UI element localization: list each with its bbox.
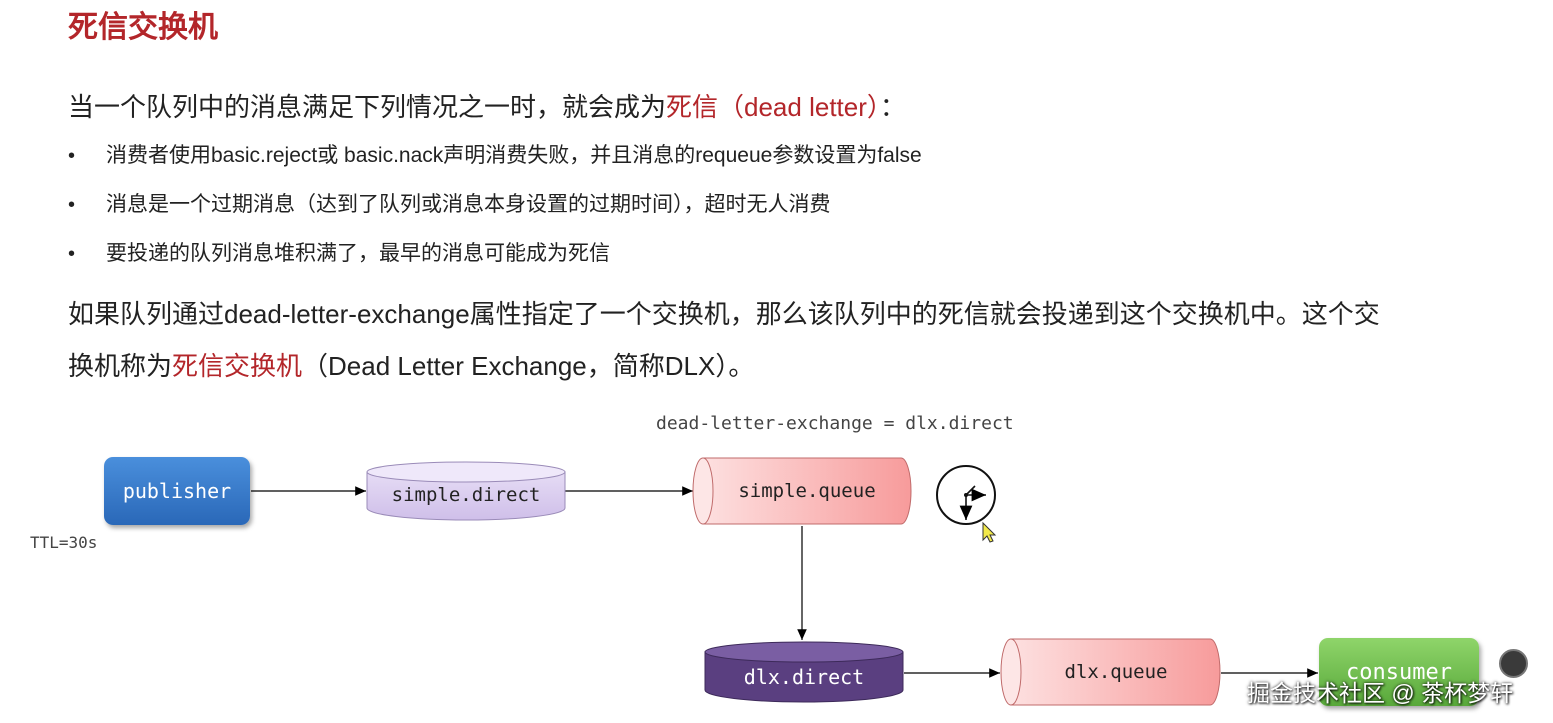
paragraph-line-2: 换机称为死信交换机（Dead Letter Exchange，简称DLX）。 — [68, 340, 1488, 392]
paragraph-line-2-suffix: （Dead Letter Exchange，简称DLX）。 — [302, 351, 755, 381]
dlx-direct-label: dlx.direct — [743, 665, 865, 689]
condition-item: 消息是一个过期消息（达到了队列或消息本身设置的过期时间），超时无人消费 — [68, 191, 922, 240]
record-dot-icon[interactable] — [1499, 649, 1528, 678]
dlx-config-label: dead-letter-exchange = dlx.direct — [656, 413, 1014, 434]
consumer-node: consumer — [1319, 638, 1479, 706]
intro-suffix: ： — [879, 92, 906, 122]
watermark: 掘金技术社区 @ 茶杯梦轩 — [1247, 680, 1514, 706]
publisher-node: publisher — [104, 457, 250, 525]
condition-item: 要投递的队列消息堆积满了，最早的消息可能成为死信 — [68, 240, 922, 289]
cursor-icon — [982, 521, 997, 543]
simple-queue-shape — [692, 457, 912, 525]
condition-item: 消费者使用basic.reject或 basic.nack声明消费失败，并且消息… — [68, 142, 922, 191]
paragraph-line-1: 如果队列通过dead-letter-exchange属性指定了一个交换机，那么该… — [68, 299, 1380, 329]
intro-highlight: 死信（dead letter） — [666, 92, 880, 122]
ttl-label: TTL=30s — [30, 533, 98, 552]
simple-queue-label: simple.queue — [738, 480, 876, 502]
clock-icon — [936, 465, 996, 525]
simple-direct-label: simple.direct — [391, 484, 541, 506]
dlx-queue-shape — [1000, 638, 1221, 706]
condition-list: 消费者使用basic.reject或 basic.nack声明消费失败，并且消息… — [68, 142, 922, 289]
dlx-paragraph: 如果队列通过dead-letter-exchange属性指定了一个交换机，那么该… — [68, 288, 1488, 392]
intro-main: 当一个队列中的消息满足下列情况之一时，就会成为 — [68, 92, 667, 122]
dlx-direct-exchange-shape — [704, 641, 904, 703]
simple-direct-exchange-shape — [366, 461, 566, 521]
dlx-queue-label: dlx.queue — [1064, 661, 1168, 683]
paragraph-highlight: 死信交换机 — [172, 351, 303, 381]
page-title: 死信交换机 — [68, 11, 218, 44]
intro-text: 当一个队列中的消息满足下列情况之一时，就会成为死信（dead letter）： — [68, 87, 906, 124]
paragraph-line-2-prefix: 换机称为 — [68, 351, 173, 381]
